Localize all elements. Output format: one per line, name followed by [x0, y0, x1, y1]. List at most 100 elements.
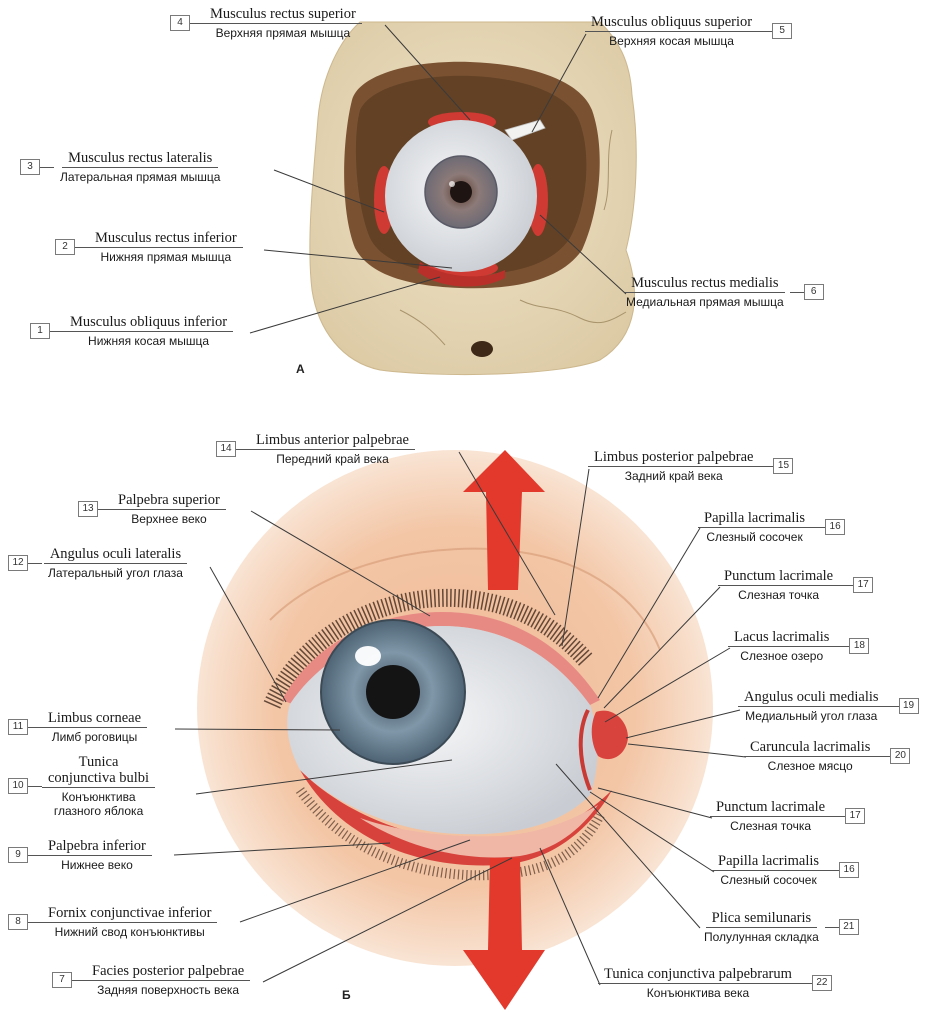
label-latin: Caruncula lacrimalis	[744, 739, 876, 757]
label-number: 5	[772, 23, 792, 39]
label-latin: Facies posterior palpebrae	[86, 963, 250, 981]
label-russian: Слезное мясцо	[762, 757, 859, 773]
label-latin: Limbus posterior palpebrae	[588, 449, 759, 467]
label-russian: Полулунная складка	[698, 928, 825, 944]
label-latin: Musculus rectus medialis	[625, 275, 784, 293]
label-number: 16	[839, 862, 859, 878]
label-latin: Lacus lacrimalis	[728, 629, 835, 647]
label-russian: Конъюнктива века	[641, 984, 755, 1000]
label-latin: Musculus rectus inferior	[89, 230, 243, 248]
label-latin: Angulus oculi lateralis	[44, 546, 187, 564]
label-russian: Нижний свод конъюнктивы	[49, 923, 211, 939]
highlight	[449, 181, 455, 187]
label-russian: Слезный сосочек	[714, 871, 822, 887]
label-number: 15	[773, 458, 793, 474]
label-russian: Задняя поверхность века	[91, 981, 245, 997]
part-letter-a: А	[296, 362, 305, 376]
label-number: 22	[812, 975, 832, 991]
orbit-figure	[310, 22, 636, 375]
label-latin: Tunica conjunctiva bulbi	[42, 754, 155, 788]
label-rectus-lateralis: 3 Musculus rectus lateralisЛатеральная п…	[20, 150, 226, 184]
label-number: 1	[30, 323, 50, 339]
label-latin: Punctum lacrimale	[718, 568, 839, 586]
label-number: 21	[839, 919, 859, 935]
label-latin: Papilla lacrimalis	[698, 510, 811, 528]
label-number: 17	[845, 808, 865, 824]
label-number: 18	[849, 638, 869, 654]
label-number: 4	[170, 15, 190, 31]
label-latin: Plica semilunaris	[706, 910, 817, 928]
highlight	[355, 646, 381, 666]
label-russian: Лимб роговицы	[46, 728, 144, 744]
label-number: 17	[853, 577, 873, 593]
label-russian: Нижняя прямая мышца	[95, 248, 238, 264]
label-russian: Слезный сосочек	[700, 528, 808, 544]
label-russian: Задний край века	[619, 467, 729, 483]
label-latin: Musculus rectus superior	[204, 6, 362, 24]
label-russian: Верхняя косая мышца	[603, 32, 740, 48]
label-russian: Медиальная прямая мышца	[620, 293, 790, 309]
label-russian: Нижнее веко	[55, 856, 139, 872]
label-number: 14	[216, 441, 236, 457]
label-russian: Латеральная прямая мышца	[54, 168, 226, 184]
label-russian: Латеральный угол глаза	[42, 564, 189, 580]
label-latin: Palpebra superior	[112, 492, 226, 510]
label-palpebra-inferior: 9 Palpebra inferiorНижнее веко	[8, 838, 152, 872]
label-number: 12	[8, 555, 28, 571]
label-latin: Limbus anterior palpebrae	[250, 432, 415, 450]
label-russian: Медиальный угол глаза	[739, 707, 883, 723]
part-letter-b: Б	[342, 988, 351, 1002]
pupil	[366, 665, 420, 719]
label-latin: Tunica conjunctiva palpebrarum	[598, 966, 798, 984]
label-latin: Punctum lacrimale	[710, 799, 831, 817]
label-number: 19	[899, 698, 919, 714]
label-number: 2	[55, 239, 75, 255]
label-number: 10	[8, 778, 28, 794]
label-latin: Papilla lacrimalis	[712, 853, 825, 871]
label-latin: Angulus oculi medialis	[738, 689, 885, 707]
label-latin: Fornix conjunctivae inferior	[42, 905, 217, 923]
label-russian: Передний край века	[270, 450, 395, 466]
label-number: 9	[8, 847, 28, 863]
label-number: 20	[890, 748, 910, 764]
label-number: 13	[78, 501, 98, 517]
label-russian: Слезная точка	[732, 586, 825, 602]
label-number: 16	[825, 519, 845, 535]
label-russian: Верхняя прямая мышца	[210, 24, 357, 40]
label-russian: Слезная точка	[724, 817, 817, 833]
label-latin: Limbus corneae	[42, 710, 147, 728]
label-number: 11	[8, 719, 28, 735]
label-russian: Нижняя косая мышца	[82, 332, 215, 348]
label-number: 6	[804, 284, 824, 300]
label-latin: Palpebra inferior	[42, 838, 152, 856]
label-latin: Musculus obliquus superior	[585, 14, 758, 32]
label-papilla-lacrimalis-lower: 16 Papilla lacrimalisСлезный сосочек	[712, 853, 859, 887]
label-russian: Слезное озеро	[734, 647, 829, 663]
label-number: 3	[20, 159, 40, 175]
label-punctum-lacrimale-upper: 17 Punctum lacrimaleСлезная точка	[718, 568, 873, 602]
label-number: 8	[8, 914, 28, 930]
label-latin: Musculus rectus lateralis	[62, 150, 218, 168]
foramen	[471, 341, 493, 357]
label-russian: Конъюнктива глазного яблока	[48, 788, 149, 818]
label-latin: Musculus obliquus inferior	[64, 314, 233, 332]
label-russian: Верхнее веко	[125, 510, 213, 526]
